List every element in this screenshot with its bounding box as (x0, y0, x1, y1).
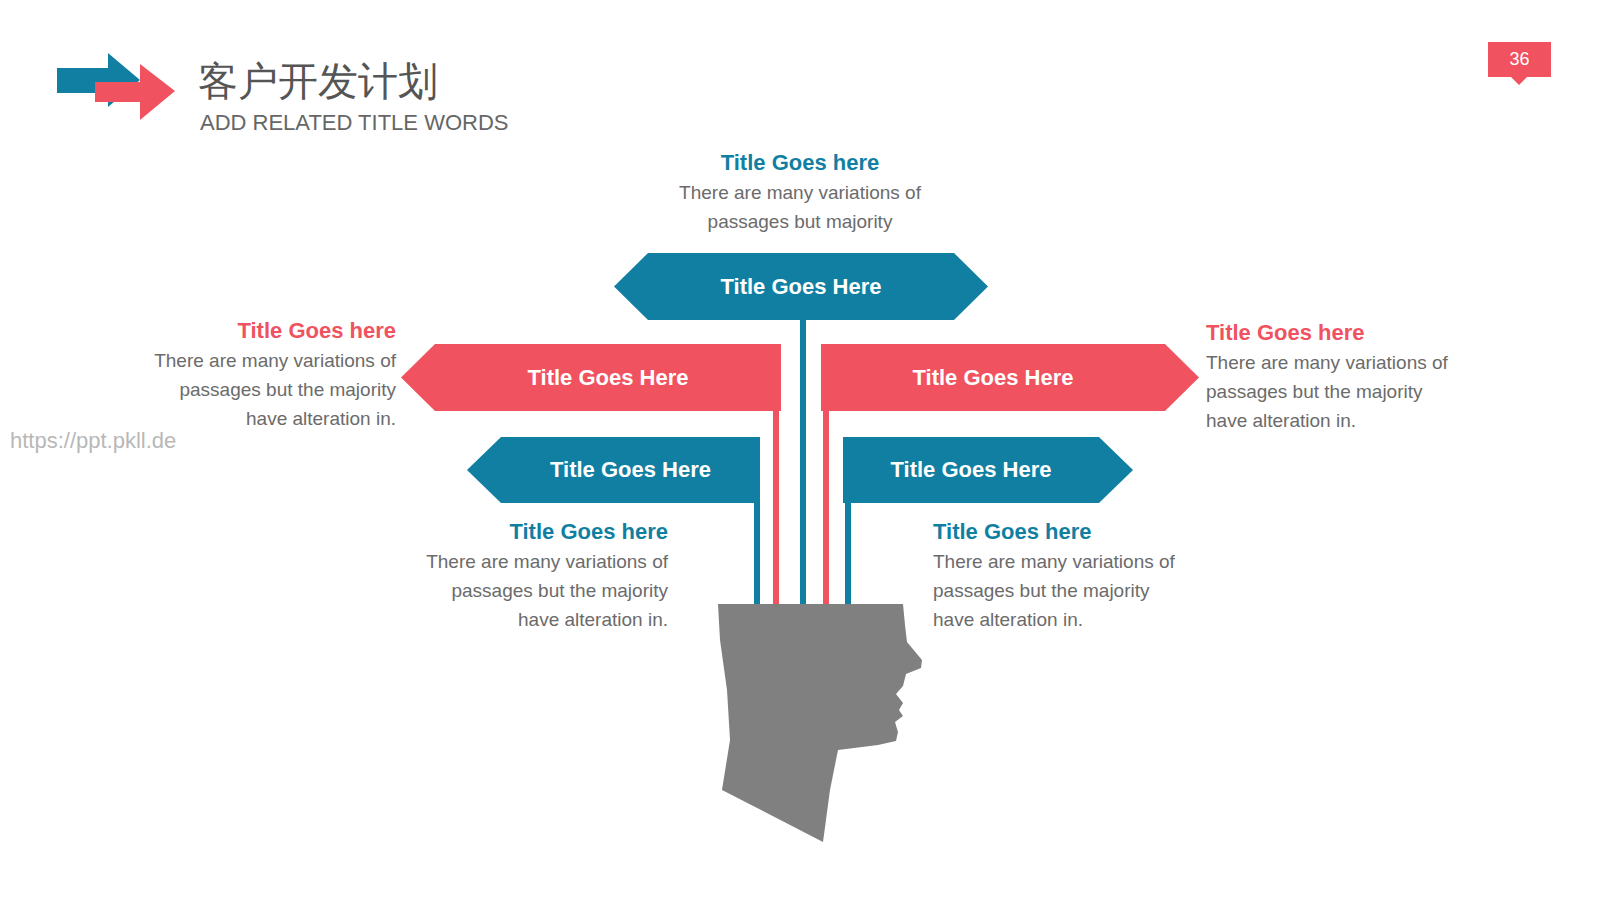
signpost: Title Goes HereTitle Goes hereThere are … (467, 437, 760, 503)
sign-label: Title Goes Here (843, 437, 1099, 503)
subtitle: ADD RELATED TITLE WORDS (200, 110, 508, 136)
sign-pole (845, 501, 851, 606)
item-description: There are many variations of passages bu… (933, 547, 1185, 634)
header-arrow (95, 64, 175, 120)
signpost-board (821, 344, 1199, 411)
sign-label: Title Goes Here (501, 437, 760, 503)
item-description: There are many variations of passages bu… (1206, 348, 1458, 435)
item-heading: Title Goes here (1206, 320, 1526, 346)
item-description: There are many variations of passages bu… (144, 346, 396, 433)
signpost-board (614, 253, 988, 320)
signpost-board (843, 437, 1133, 503)
sign-pole (773, 409, 779, 606)
item-description: There are many variations of passages bu… (416, 547, 668, 634)
watermark: https://ppt.pkll.de (10, 428, 176, 454)
head-silhouette (718, 604, 922, 842)
signpost: Title Goes HereTitle Goes hereThere are … (614, 253, 988, 320)
sign-label: Title Goes Here (821, 344, 1165, 411)
signpost-board (467, 437, 760, 503)
page-number: 36 (1488, 49, 1551, 70)
item-heading: Title Goes here (640, 150, 960, 176)
slide-title: 客户开发计划 (198, 54, 438, 109)
sign-pole (754, 501, 760, 606)
item-heading: Title Goes here (76, 318, 396, 344)
item-heading: Title Goes here (348, 519, 668, 545)
sign-pole (823, 409, 829, 606)
item-description: There are many variations of passages bu… (674, 178, 926, 236)
signpost: Title Goes HereTitle Goes hereThere are … (843, 437, 1133, 503)
signpost: Title Goes HereTitle Goes hereThere are … (821, 344, 1199, 411)
item-heading: Title Goes here (933, 519, 1253, 545)
sign-label: Title Goes Here (648, 253, 954, 320)
page-badge (1488, 42, 1551, 85)
sign-label: Title Goes Here (435, 344, 781, 411)
sign-pole (800, 318, 806, 606)
signpost: Title Goes HereTitle Goes hereThere are … (401, 344, 781, 411)
signpost-board (401, 344, 781, 411)
